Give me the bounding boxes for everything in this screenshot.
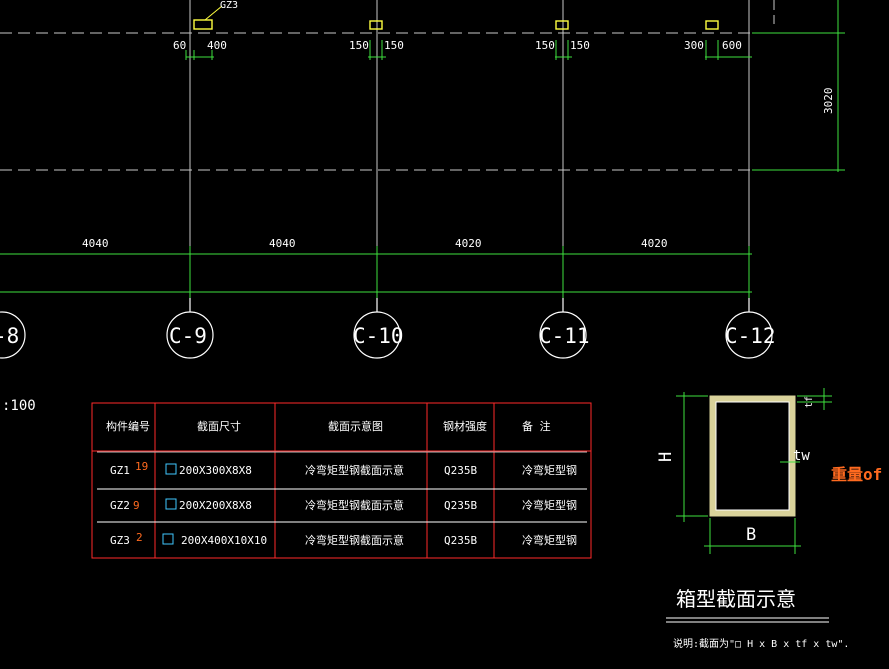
- row-2-steel: Q235B: [444, 499, 477, 512]
- column-marker-3: [555, 20, 569, 30]
- row-3-diagram: 冷弯矩型钢截面示意: [305, 533, 404, 547]
- box-dimensions: [676, 388, 832, 554]
- row-2-id: GZ2: [110, 499, 130, 512]
- box-h-label: H: [656, 452, 676, 462]
- table-header-note: 备 注: [522, 419, 551, 433]
- table-frame: [91, 402, 592, 559]
- axis-bubble-c11: [539, 311, 587, 359]
- row-1-diagram: 冷弯矩型钢截面示意: [305, 463, 404, 477]
- column-marker-1: [193, 19, 213, 30]
- box-tw-label: tw: [793, 448, 810, 464]
- top-dim-1-right: 400: [207, 39, 227, 52]
- axis-bubble-c9: [166, 311, 214, 359]
- span-4: 4020: [641, 237, 668, 250]
- table-header-id: 构件编号: [106, 419, 150, 433]
- axis-label-c11: C-11: [539, 324, 590, 348]
- top-dim-3-left: 150: [535, 39, 555, 52]
- box-b-label: B: [746, 525, 756, 545]
- axis-label-c12: C-12: [725, 324, 776, 348]
- table-header-diagram: 截面示意图: [328, 419, 383, 433]
- column-markers: [193, 19, 719, 30]
- axis-bubbles: [0, 298, 773, 359]
- axis-bubble-c10: [353, 311, 401, 359]
- box-tf-label: tf: [804, 396, 815, 408]
- column-marker-2: [369, 20, 383, 30]
- axis-bubble-c8: [0, 311, 26, 359]
- top-dim-1-left: 60: [173, 39, 186, 52]
- gz3-leader: [204, 5, 223, 21]
- row-3-size: 200X400X10X10: [181, 534, 267, 547]
- table-row: GZ3 2 200X400X10X10 冷弯矩型钢截面示意 Q235B 冷弯矩型…: [110, 531, 577, 547]
- span-1: 4040: [82, 237, 109, 250]
- axis-label-c9: C-9: [169, 324, 207, 348]
- box-section-sketch: H B tw tf 重量of: [656, 388, 882, 554]
- grid-lines: [0, 0, 775, 310]
- row-2-count: 9: [133, 499, 140, 512]
- row-2-diagram: 冷弯矩型钢截面示意: [305, 498, 404, 512]
- box-section-inner: [715, 401, 790, 511]
- top-dim-2-right: 150: [384, 39, 404, 52]
- row-1-steel: Q235B: [444, 464, 477, 477]
- top-dim-4-right: 600: [722, 39, 742, 52]
- axis-label-c8: -8: [0, 324, 19, 348]
- row-3-steel: Q235B: [444, 534, 477, 547]
- row-1-box-icon: [165, 463, 177, 475]
- row-3-note: 冷弯矩型钢: [522, 533, 577, 547]
- span-dimension: [0, 246, 752, 298]
- row-1-id: GZ1: [110, 464, 130, 477]
- row-1-note: 冷弯矩型钢: [522, 463, 577, 477]
- scale-text: :100: [2, 398, 36, 414]
- row-3-box-icon: [162, 533, 174, 545]
- row-3-count: 2: [136, 531, 143, 544]
- span-3: 4020: [455, 237, 482, 250]
- right-dimension: [752, 0, 845, 172]
- row-2-note: 冷弯矩型钢: [522, 498, 577, 512]
- axis-bubble-c12: [725, 311, 773, 359]
- table-row: GZ2 9 200X200X8X8 冷弯矩型钢截面示意 Q235B 冷弯矩型钢: [110, 498, 577, 512]
- top-dimensions: [185, 40, 752, 60]
- row-3-id: GZ3: [110, 534, 130, 547]
- box-section-title: 箱型截面示意: [676, 587, 796, 611]
- top-dim-3-right: 150: [570, 39, 590, 52]
- box-section-caption: 说明:截面为"□ H x B x tf x tw".: [673, 637, 849, 650]
- row-1-size: 200X300X8X8: [179, 464, 252, 477]
- span-2: 4040: [269, 237, 296, 250]
- row-2-size: 200X200X8X8: [179, 499, 252, 512]
- row-2-box-icon: [165, 498, 177, 510]
- table-row: GZ1 19 200X300X8X8 冷弯矩型钢截面示意 Q235B 冷弯矩型钢: [110, 460, 577, 477]
- gz3-tag: GZ3: [220, 0, 238, 11]
- axis-label-c10: C-10: [353, 324, 404, 348]
- table-header-size: 截面尺寸: [197, 419, 241, 433]
- top-dim-4-left: 300: [684, 39, 704, 52]
- right-dim-value: 3020: [822, 88, 835, 115]
- table-header-steel: 钢材强度: [443, 419, 487, 433]
- table-row-lines: [97, 451, 587, 523]
- row-1-count: 19: [135, 460, 148, 473]
- component-table: [91, 402, 592, 559]
- column-marker-4: [705, 20, 719, 30]
- weight-note: 重量of: [831, 465, 882, 484]
- title-underlines: [666, 617, 829, 623]
- top-dim-2-left: 150: [349, 39, 369, 52]
